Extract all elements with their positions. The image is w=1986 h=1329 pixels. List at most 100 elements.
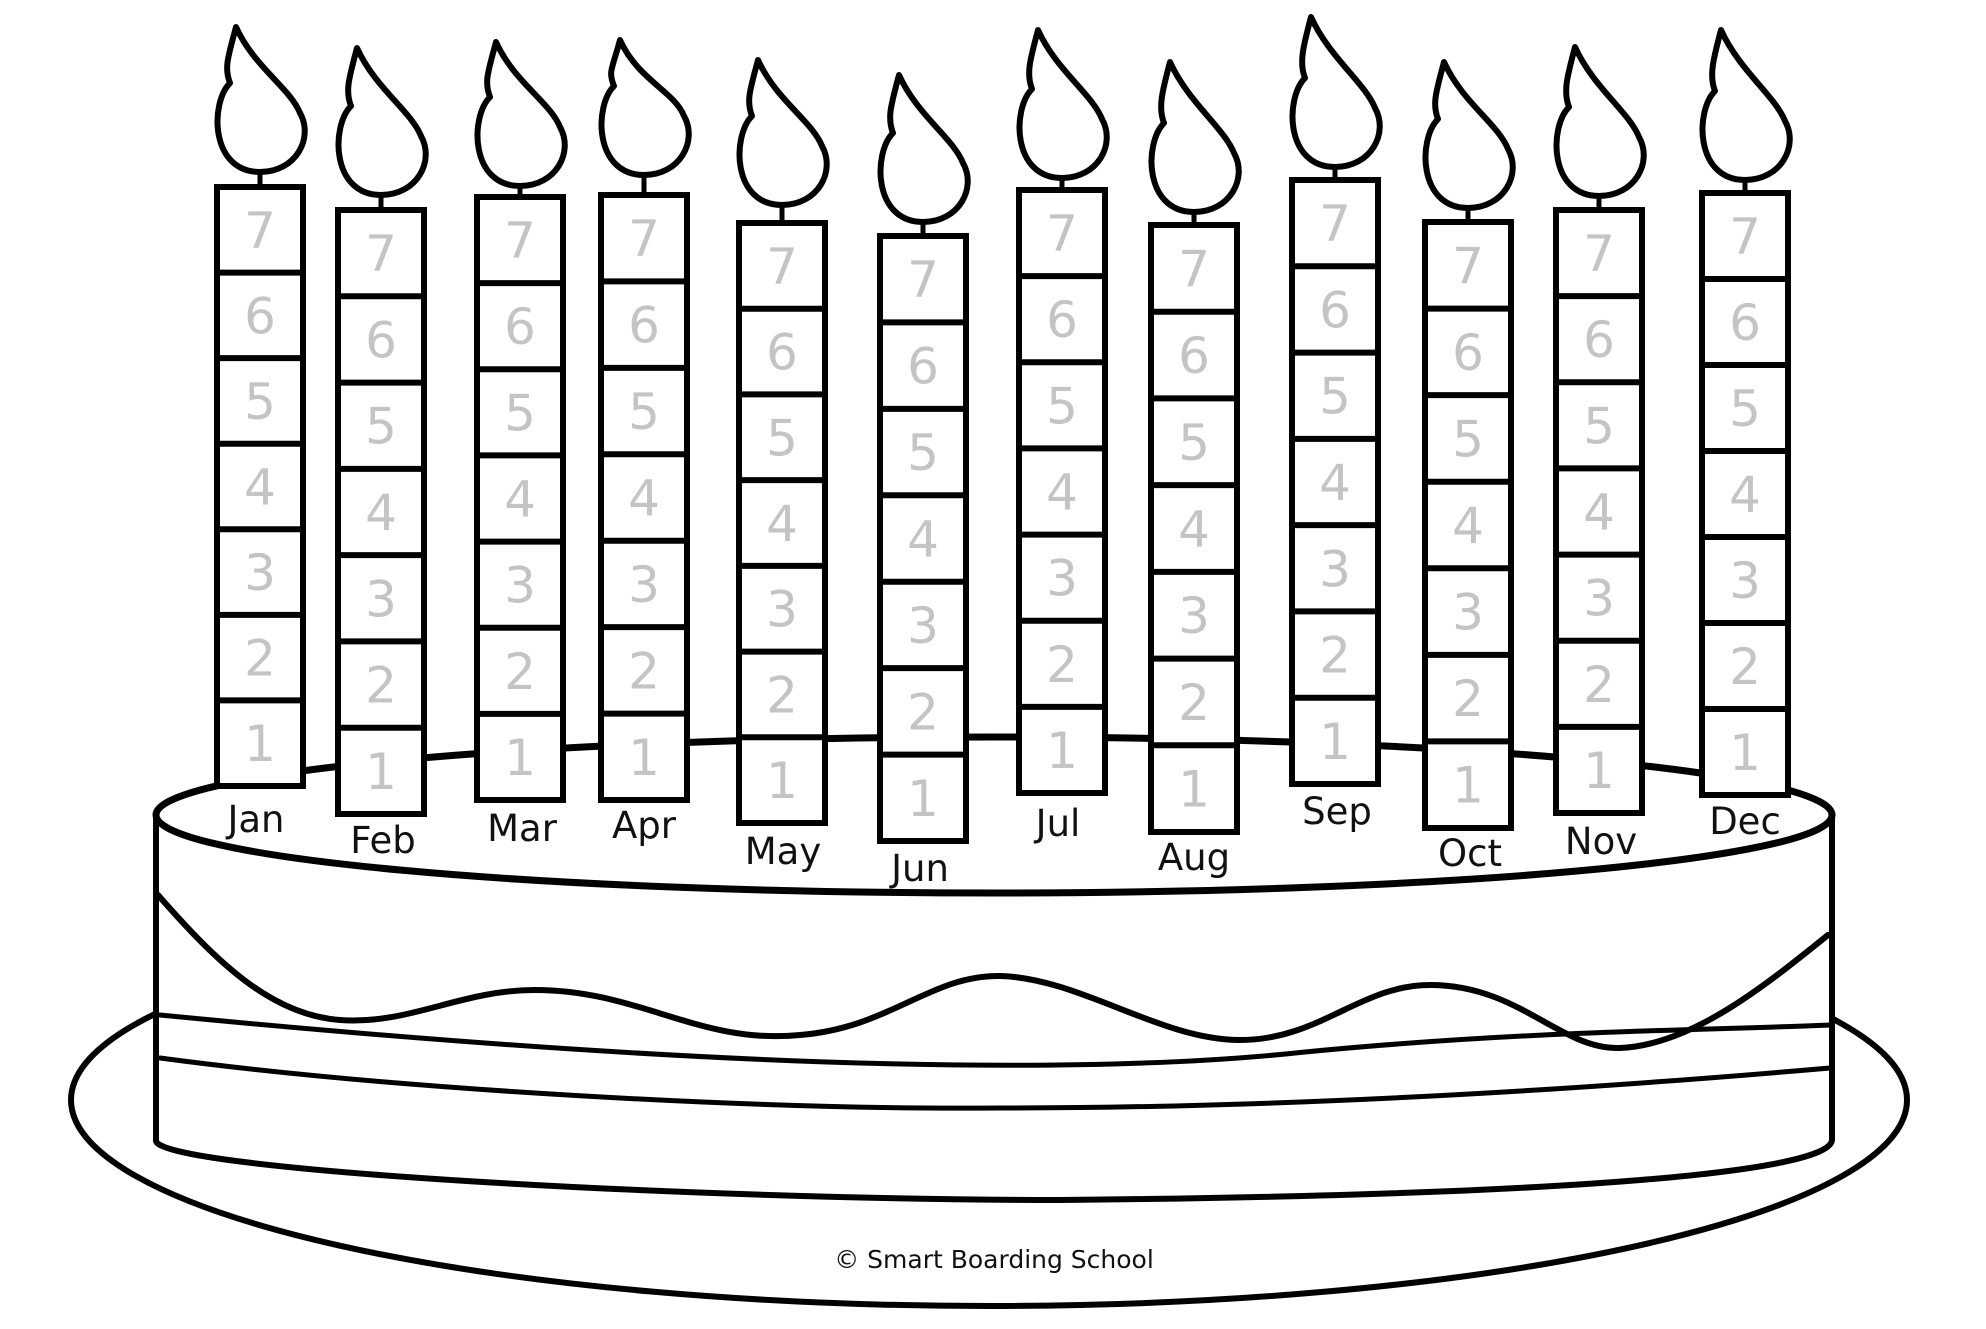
slot-number-5[interactable]: 5 bbox=[1583, 397, 1615, 455]
slot-number-3[interactable]: 3 bbox=[907, 597, 939, 655]
slot-number-7[interactable]: 7 bbox=[1178, 240, 1210, 298]
slot-number-2[interactable]: 2 bbox=[1046, 636, 1078, 694]
slot-number-4[interactable]: 4 bbox=[1319, 454, 1351, 512]
slot-number-5[interactable]: 5 bbox=[365, 398, 397, 456]
slot-number-6[interactable]: 6 bbox=[1178, 327, 1210, 385]
slot-number-7[interactable]: 7 bbox=[907, 251, 939, 309]
slot-number-2[interactable]: 2 bbox=[907, 683, 939, 741]
slot-number-6[interactable]: 6 bbox=[628, 297, 660, 355]
month-label: Feb bbox=[350, 819, 416, 862]
slot-number-4[interactable]: 4 bbox=[504, 471, 536, 529]
slot-number-3[interactable]: 3 bbox=[1729, 552, 1761, 610]
slot-number-4[interactable]: 4 bbox=[1178, 501, 1210, 559]
month-label: Jan bbox=[225, 798, 284, 841]
cake-stripe-upper bbox=[157, 1012, 1833, 1068]
slot-number-7[interactable]: 7 bbox=[244, 202, 276, 260]
slot-number-4[interactable]: 4 bbox=[1583, 484, 1615, 542]
slot-number-6[interactable]: 6 bbox=[244, 287, 276, 345]
slot-number-4[interactable]: 4 bbox=[365, 484, 397, 542]
slot-number-1[interactable]: 1 bbox=[1046, 722, 1078, 780]
slot-number-1[interactable]: 1 bbox=[365, 743, 397, 801]
slot-number-5[interactable]: 5 bbox=[1729, 380, 1761, 438]
slot-number-5[interactable]: 5 bbox=[907, 424, 939, 482]
slot-number-6[interactable]: 6 bbox=[1046, 291, 1078, 349]
slot-number-4[interactable]: 4 bbox=[907, 511, 939, 569]
slot-number-7[interactable]: 7 bbox=[365, 225, 397, 283]
slot-number-3[interactable]: 3 bbox=[628, 556, 660, 614]
slot-number-4[interactable]: 4 bbox=[1729, 466, 1761, 524]
slot-number-7[interactable]: 7 bbox=[504, 212, 536, 270]
slot-number-1[interactable]: 1 bbox=[628, 729, 660, 787]
slot-number-7[interactable]: 7 bbox=[1319, 195, 1351, 253]
slot-number-7[interactable]: 7 bbox=[1046, 205, 1078, 263]
slot-number-1[interactable]: 1 bbox=[1583, 742, 1615, 800]
slot-number-3[interactable]: 3 bbox=[504, 557, 536, 615]
slot-number-1[interactable]: 1 bbox=[244, 715, 276, 773]
slot-number-3[interactable]: 3 bbox=[244, 544, 276, 602]
slot-number-3[interactable]: 3 bbox=[365, 570, 397, 628]
slot-number-3[interactable]: 3 bbox=[1583, 570, 1615, 628]
slot-number-1[interactable]: 1 bbox=[907, 770, 939, 828]
slot-number-2[interactable]: 2 bbox=[1319, 627, 1351, 685]
flame-icon bbox=[736, 57, 830, 208]
slot-number-6[interactable]: 6 bbox=[1319, 281, 1351, 339]
slot-number-2[interactable]: 2 bbox=[1583, 656, 1615, 714]
candle-body bbox=[1699, 190, 1791, 798]
slot-number-5[interactable]: 5 bbox=[1178, 414, 1210, 472]
slot-number-4[interactable]: 4 bbox=[244, 459, 276, 517]
slot-number-2[interactable]: 2 bbox=[244, 630, 276, 688]
candle-body bbox=[1016, 187, 1108, 796]
slot-number-4[interactable]: 4 bbox=[766, 495, 798, 553]
slot-number-3[interactable]: 3 bbox=[1046, 550, 1078, 608]
slot-number-4[interactable]: 4 bbox=[1452, 497, 1484, 555]
slot-number-7[interactable]: 7 bbox=[1729, 208, 1761, 266]
slot-number-3[interactable]: 3 bbox=[1452, 584, 1484, 642]
slot-number-1[interactable]: 1 bbox=[504, 729, 536, 787]
slot-number-3[interactable]: 3 bbox=[1319, 540, 1351, 598]
slot-number-6[interactable]: 6 bbox=[1729, 294, 1761, 352]
slot-number-6[interactable]: 6 bbox=[907, 338, 939, 396]
slot-number-1[interactable]: 1 bbox=[1452, 757, 1484, 815]
flame-icon bbox=[474, 39, 568, 189]
slot-number-5[interactable]: 5 bbox=[504, 384, 536, 442]
slot-number-5[interactable]: 5 bbox=[628, 383, 660, 441]
slot-number-7[interactable]: 7 bbox=[628, 210, 660, 268]
slot-number-5[interactable]: 5 bbox=[1452, 410, 1484, 468]
slot-number-7[interactable]: 7 bbox=[1452, 237, 1484, 295]
slot-number-4[interactable]: 4 bbox=[628, 470, 660, 528]
slot-number-2[interactable]: 2 bbox=[1452, 670, 1484, 728]
month-label: Dec bbox=[1709, 800, 1781, 843]
slot-number-3[interactable]: 3 bbox=[766, 581, 798, 639]
slot-number-7[interactable]: 7 bbox=[1583, 225, 1615, 283]
flame-icon bbox=[877, 72, 971, 225]
slot-number-5[interactable]: 5 bbox=[244, 373, 276, 431]
slot-number-6[interactable]: 6 bbox=[504, 298, 536, 356]
slot-number-1[interactable]: 1 bbox=[1729, 724, 1761, 782]
slot-number-6[interactable]: 6 bbox=[766, 324, 798, 382]
slot-number-5[interactable]: 5 bbox=[1046, 377, 1078, 435]
slot-number-2[interactable]: 2 bbox=[766, 666, 798, 724]
slot-number-3[interactable]: 3 bbox=[1178, 587, 1210, 645]
flame-icon bbox=[1422, 59, 1516, 211]
slot-number-7[interactable]: 7 bbox=[766, 238, 798, 296]
slot-number-2[interactable]: 2 bbox=[628, 642, 660, 700]
slot-number-6[interactable]: 6 bbox=[1452, 324, 1484, 382]
slot-number-1[interactable]: 1 bbox=[766, 752, 798, 810]
slot-number-2[interactable]: 2 bbox=[365, 657, 397, 715]
slot-number-1[interactable]: 1 bbox=[1178, 761, 1210, 819]
slot-number-2[interactable]: 2 bbox=[1178, 674, 1210, 732]
slot-number-6[interactable]: 6 bbox=[365, 311, 397, 369]
cake-top bbox=[152, 733, 1836, 897]
slot-number-5[interactable]: 5 bbox=[1319, 368, 1351, 426]
slot-number-5[interactable]: 5 bbox=[766, 409, 798, 467]
slot-number-2[interactable]: 2 bbox=[504, 643, 536, 701]
slot-number-6[interactable]: 6 bbox=[1583, 311, 1615, 369]
slot-number-1[interactable]: 1 bbox=[1319, 713, 1351, 771]
flame-icon bbox=[335, 45, 429, 198]
slot-number-2[interactable]: 2 bbox=[1729, 638, 1761, 696]
slot-number-4[interactable]: 4 bbox=[1046, 464, 1078, 522]
